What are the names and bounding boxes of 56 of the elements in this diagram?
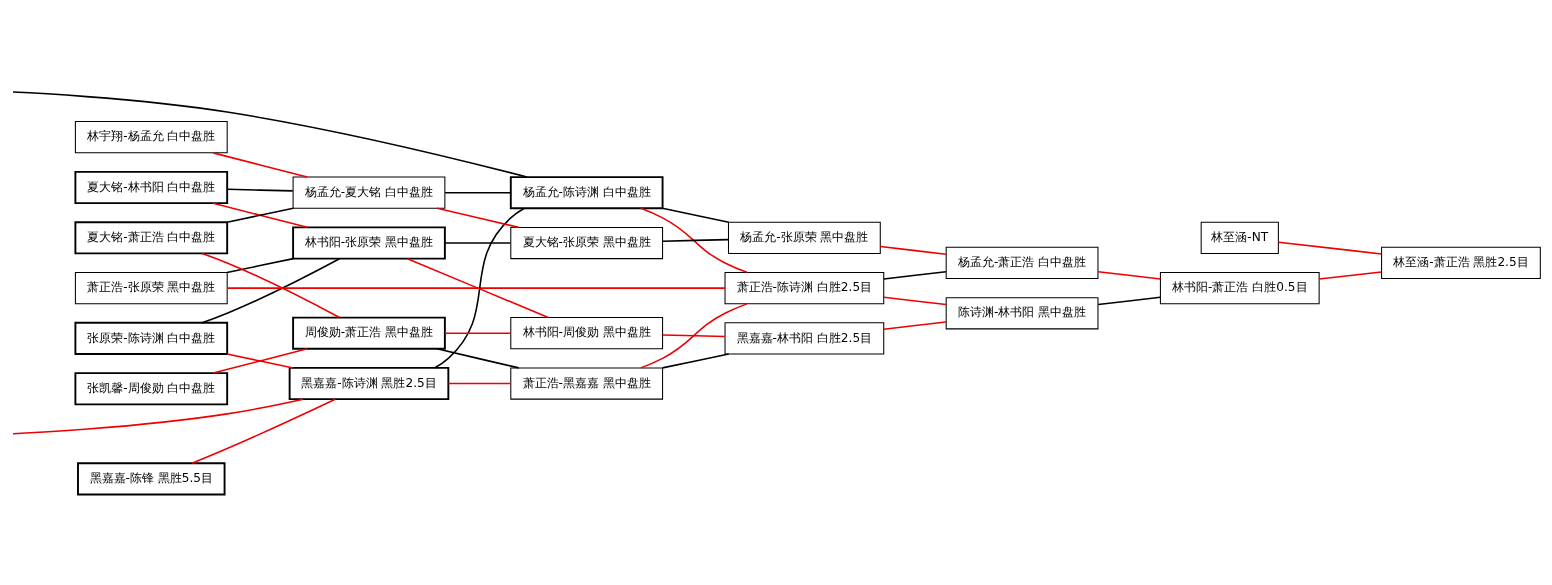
connector	[661, 352, 730, 369]
node-box: 黑嘉嘉-陈锋 黑胜5.5目	[77, 461, 226, 495]
connector	[212, 347, 309, 374]
connector	[12, 90, 528, 178]
node-box: 萧正浩-黑嘉嘉 黑中盘胜	[510, 366, 664, 400]
connector	[226, 188, 294, 192]
node-box: 林至涵-NT	[1200, 221, 1279, 254]
node-box: 林书阳-张原荣 黑中盘胜	[292, 225, 446, 260]
node-box: 萧正浩-张原荣 黑中盘胜	[74, 271, 228, 304]
node-box: 杨孟允-张原荣 黑中盘胜	[727, 221, 881, 254]
node-box: 林书阳-萧正浩 白胜0.5目	[1159, 271, 1320, 304]
node-box: 夏大铭-张原荣 黑中盘胜	[510, 226, 664, 259]
node-box: 杨孟允-陈诗渊 白中盘胜	[509, 175, 664, 209]
node-box: 黑嘉嘉-林书阳 白胜2.5目	[724, 321, 885, 355]
node-box: 林书阳-周俊勋 黑中盘胜	[510, 316, 664, 349]
connector	[226, 257, 295, 273]
node-box: 杨孟允-夏大铭 白中盘胜	[292, 176, 446, 209]
node-box: 张原荣-陈诗渊 白中盘胜	[74, 321, 229, 355]
node-box: 陈诗渊-林书阳 黑中盘胜	[945, 296, 1099, 329]
connector	[640, 207, 748, 273]
connector	[1318, 270, 1383, 280]
node-box: 杨孟允-萧正浩 白中盘胜	[945, 246, 1099, 279]
connector	[661, 207, 730, 223]
connector	[447, 382, 512, 384]
connector	[406, 257, 550, 318]
connector	[662, 238, 729, 242]
node-box: 林宇翔-杨孟允 白中盘胜	[74, 120, 228, 153]
connector	[191, 397, 337, 464]
connector	[436, 207, 520, 228]
connector	[662, 333, 726, 337]
connector	[226, 286, 726, 289]
connector	[883, 320, 947, 330]
node-box: 张凯馨-周俊勋 白中盘胜	[74, 371, 229, 405]
connector	[1277, 240, 1383, 255]
connector	[226, 352, 295, 369]
connector	[444, 331, 512, 334]
connector	[879, 245, 947, 255]
connector	[226, 207, 295, 223]
connector	[212, 201, 309, 228]
connector	[434, 207, 525, 369]
node-box: 黑嘉嘉-陈诗渊 黑胜2.5目	[288, 366, 450, 400]
node-box: 夏大铭-萧正浩 白中盘胜	[74, 220, 229, 254]
connector	[1097, 270, 1162, 280]
node-box: 周俊勋-萧正浩 黑中盘胜	[292, 316, 446, 350]
connector	[640, 302, 748, 369]
connector	[883, 296, 947, 305]
node-box: 林至涵-萧正浩 黑胜2.5目	[1381, 246, 1541, 279]
node-box: 夏大铭-林书阳 白中盘胜	[74, 170, 229, 204]
connector	[436, 347, 520, 369]
connector	[12, 397, 304, 435]
connector	[444, 241, 512, 244]
connector	[212, 151, 309, 178]
connector	[444, 191, 512, 193]
connector	[883, 270, 947, 280]
node-box: 萧正浩-陈诗渊 白胜2.5目	[724, 271, 885, 304]
connector	[1097, 296, 1162, 305]
